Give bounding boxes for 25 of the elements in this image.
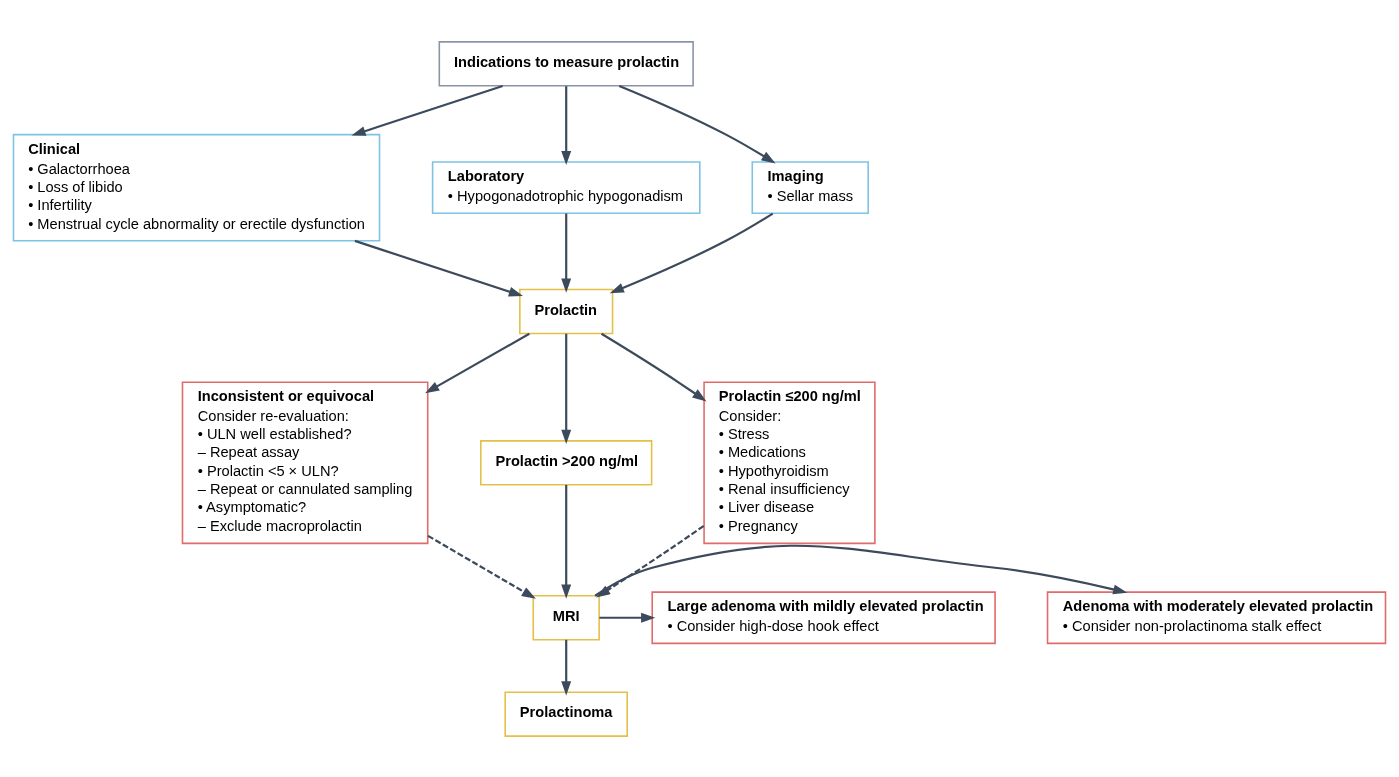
arrow bbox=[561, 85, 572, 165]
arrow bbox=[600, 332, 707, 401]
arrow bbox=[351, 84, 503, 136]
arrow bbox=[425, 332, 530, 393]
node-box: Prolactin >200 ng/ml bbox=[480, 439, 653, 486]
node-box: Clinical • Galactorrhoea • Loss of libido • Infertility • Menstrual cycle abnormality or erectile dysfunction bbox=[12, 133, 381, 242]
arrow bbox=[618, 84, 776, 164]
node-box: Prolactinoma bbox=[504, 690, 628, 737]
arrow bbox=[599, 612, 656, 623]
node-box: Laboratory • Hypogonadotrophic hypogonadism bbox=[431, 160, 701, 214]
arrow bbox=[609, 212, 774, 293]
node-box: Indications to measure prolactin bbox=[438, 40, 694, 87]
arrow bbox=[561, 333, 572, 444]
node-box: Inconsistent or equivocal Consider re-evaluation: • ULN well established? – Repeat assay • Prolactin <5 × ULN? – Repeat or cannulated sampling • Asymptomatic? – Exclude macroprolactin bbox=[181, 381, 429, 544]
arrow bbox=[561, 484, 572, 599]
node-box: Large adenoma with mildly elevated prolactin • Consider high-dose hook effect bbox=[651, 590, 996, 644]
arrow bbox=[354, 239, 523, 296]
arrow bbox=[427, 534, 536, 599]
arrow bbox=[561, 213, 572, 293]
node-box: Prolactin ≤200 ng/ml Consider: • Stress • Medications • Hypothyroidism • Renal insufficiency • Liver disease • Pregnancy bbox=[703, 381, 876, 544]
node-box: MRI bbox=[532, 594, 600, 641]
node-box: Prolactin bbox=[519, 288, 614, 334]
node-box: Adenoma with moderately elevated prolactin • Consider non-prolactinoma stalk effect bbox=[1046, 590, 1387, 644]
node-box: Imaging • Sellar mass bbox=[751, 160, 869, 214]
arrow bbox=[561, 639, 572, 695]
